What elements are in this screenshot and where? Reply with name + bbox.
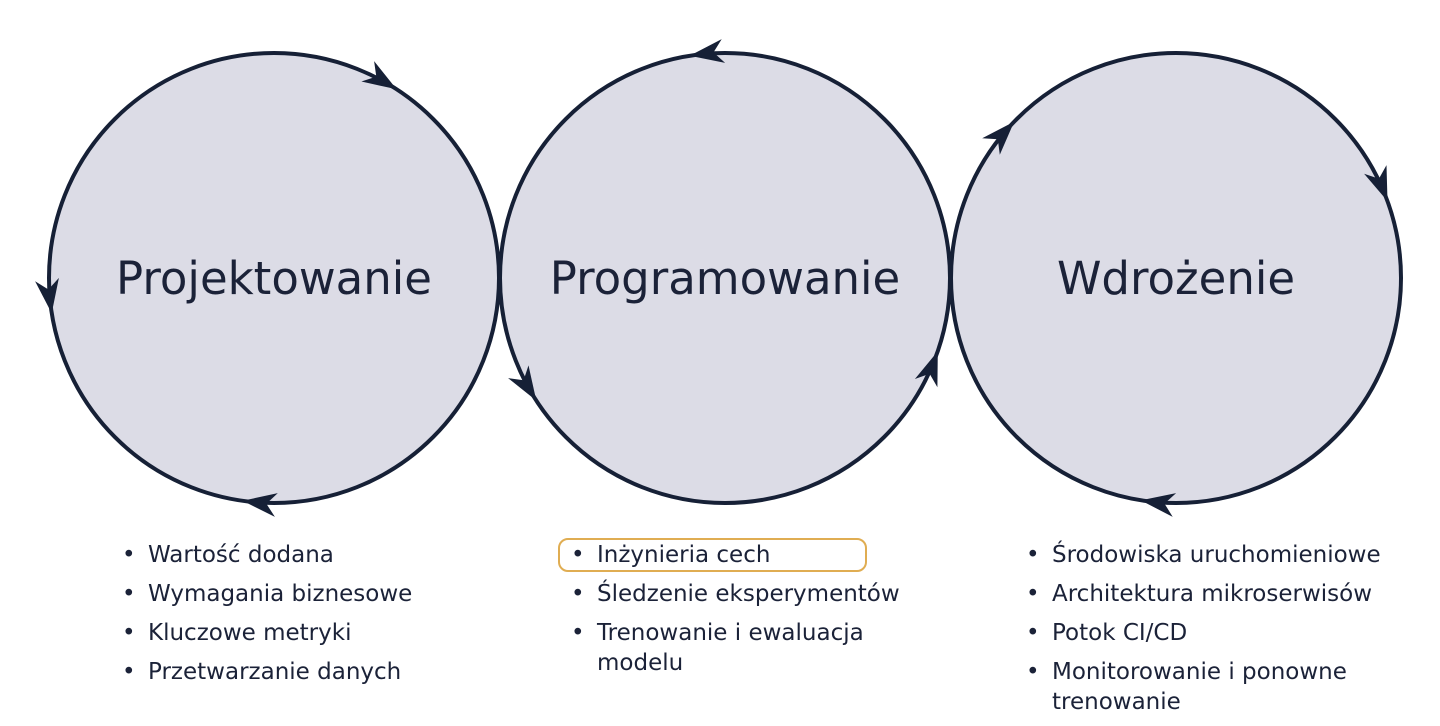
development-activity-item: Inżynieria cech: [558, 538, 927, 572]
stage-development: Programowanie: [498, 51, 952, 505]
cycle-arrowhead-icon: [35, 277, 59, 314]
stage-design-title: Projektowanie: [116, 252, 432, 305]
stage-deployment-circle: [949, 51, 1403, 505]
deployment-activity-item: Monitorowanie i ponowne trenowanie: [1022, 657, 1422, 717]
development-activity-item: Śledzenie eksperymentów: [567, 579, 927, 609]
stage-design: Projektowanie: [47, 51, 501, 505]
stage-deployment: Wdrożenie: [949, 51, 1403, 505]
cycle-arrowhead-icon: [508, 365, 537, 401]
cycle-arrowhead-icon: [982, 121, 1015, 155]
design-activity-item: Kluczowe metryki: [118, 618, 478, 648]
cycle-arrowhead-icon: [914, 351, 938, 388]
deployment-activity-item: Potok CI/CD: [1022, 618, 1422, 648]
development-activities-list: Inżynieria cechŚledzenie eksperymentówTr…: [558, 538, 927, 687]
cycle-arrowhead-icon: [689, 39, 726, 63]
stage-development-title: Programowanie: [550, 252, 901, 305]
design-activity-item: Wymagania biznesowe: [118, 579, 478, 609]
cycle-arrowhead-icon: [361, 61, 397, 90]
cycle-arrowhead-icon: [242, 493, 278, 517]
design-activities-list: Wartość dodanaWymagania biznesoweKluczow…: [118, 540, 478, 696]
deployment-activity-item: Architektura mikroserwisów: [1022, 579, 1422, 609]
stage-deployment-title: Wdrożenie: [1057, 252, 1295, 305]
cycle-arrowhead-icon: [1140, 493, 1177, 517]
cycle-arrows: [35, 39, 1388, 517]
cycle-arrowhead-icon: [1364, 165, 1388, 202]
deployment-activities-list: Środowiska uruchomienioweArchitektura mi…: [1022, 540, 1422, 726]
design-activity-item: Wartość dodana: [118, 540, 478, 570]
design-activity-item: Przetwarzanie danych: [118, 657, 478, 687]
deployment-activity-item: Środowiska uruchomieniowe: [1022, 540, 1422, 570]
development-activity-item: Trenowanie i ewaluacja modelu: [567, 618, 927, 678]
